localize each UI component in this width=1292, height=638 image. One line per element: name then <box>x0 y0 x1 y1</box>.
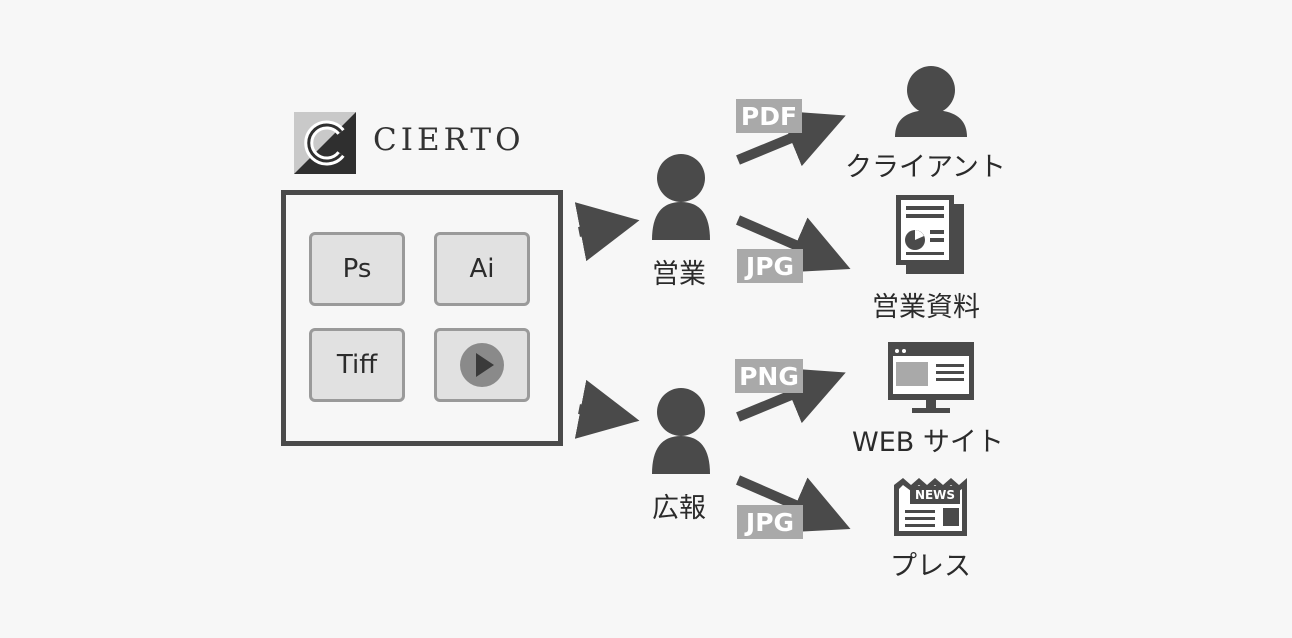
format-tag-jpg: JPG <box>737 249 803 283</box>
department-label-sales: 営業 <box>652 259 706 290</box>
arrow-sales-to-docs <box>736 215 851 273</box>
brand-name: CIERTO <box>373 122 525 158</box>
tile-video <box>434 328 530 402</box>
destination-label-press: プレス <box>890 551 971 582</box>
news-badge: NEWS <box>914 488 956 502</box>
format-tag-jpg: JPG <box>737 505 803 539</box>
person-icon <box>652 154 710 240</box>
arrow-to-pr <box>574 379 640 439</box>
destination-label-website: WEB サイト <box>852 427 1004 458</box>
arrow-pr-to-press <box>736 475 851 533</box>
person-icon <box>895 66 967 137</box>
arrow-to-sales <box>574 202 640 262</box>
play-icon <box>460 343 504 387</box>
department-label-pr: 広報 <box>652 493 706 524</box>
tile-ai: Ai <box>434 232 530 306</box>
tile-ps: Ps <box>309 232 405 306</box>
format-tag-pdf: PDF <box>736 99 802 133</box>
destination-label-client: クライアント <box>845 152 1006 183</box>
arrow-sales-to-client <box>736 110 846 167</box>
cierto-logo-icon <box>294 112 356 174</box>
arrow-pr-to-web <box>736 367 846 424</box>
tile-tiff: Tiff <box>309 328 405 402</box>
document-chart-icon <box>896 195 964 274</box>
monitor-icon <box>888 342 974 413</box>
person-icon <box>652 388 710 474</box>
destination-label-sales-docs: 営業資料 <box>872 292 980 323</box>
newspaper-icon <box>894 478 967 536</box>
format-tag-png: PNG <box>735 359 803 393</box>
